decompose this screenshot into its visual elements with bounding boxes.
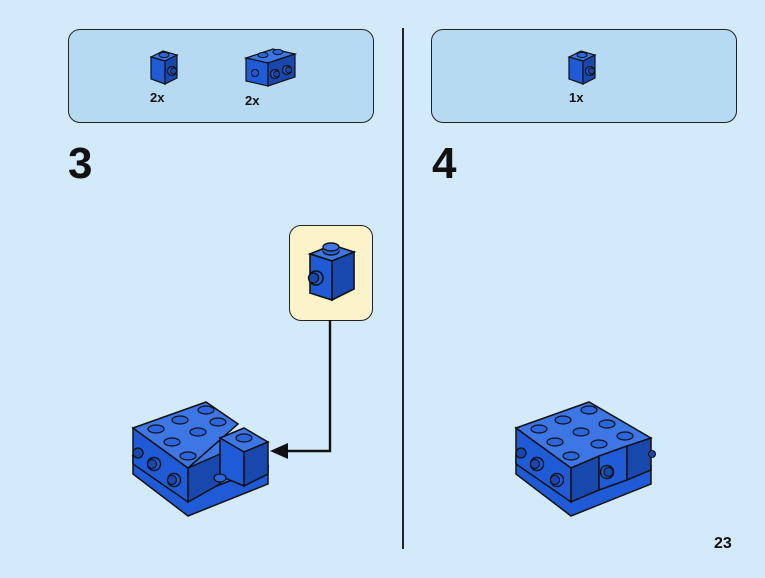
part-quantity: 2x (150, 90, 165, 105)
page-number: 23 (714, 535, 732, 552)
arrow-icon (270, 320, 332, 459)
brick-1x1-side-stud-icon (307, 242, 357, 302)
brick-1x1-side-stud-icon (149, 50, 179, 85)
step-number: 4 (432, 139, 457, 188)
part-quantity: 2x (245, 93, 260, 108)
part-quantity: 1x (569, 90, 584, 105)
brick-1x2-side-studs-icon (243, 48, 298, 87)
step-divider (402, 28, 404, 549)
parts-list-step-4 (431, 29, 737, 123)
parts-list-step-3 (68, 29, 374, 123)
brick-assembly-step-3 (131, 401, 270, 517)
brick-assembly-step-4 (514, 401, 657, 517)
step-number: 3 (68, 139, 93, 188)
brick-1x1-side-stud-icon (567, 50, 597, 85)
